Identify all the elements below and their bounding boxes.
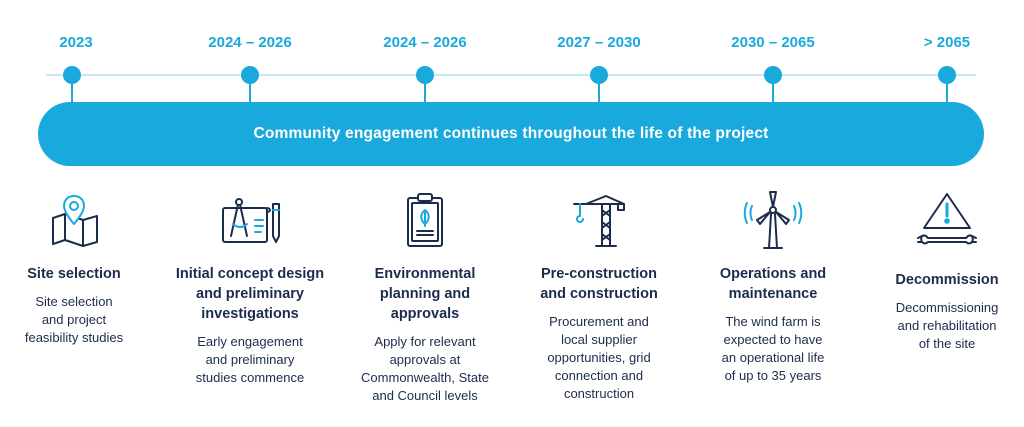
- map-pin-icon: [41, 190, 107, 252]
- stage-environmental-planning: Environmental planning and approvals App…: [336, 190, 514, 405]
- timeline-dot-6: [938, 66, 956, 84]
- stage-description: Decommissioning and rehabilitation of th…: [895, 300, 999, 351]
- stage-title: Decommission: [895, 272, 999, 288]
- stage-description: Site selection and project feasibility s…: [24, 294, 124, 345]
- banner-text: Community engagement continues throughou…: [253, 125, 769, 142]
- year-label-1: 2023: [59, 34, 93, 51]
- stage-title: Pre-construction and construction: [540, 266, 658, 302]
- timeline-dot-4: [590, 66, 608, 84]
- year-label-3: 2024 – 2026: [383, 34, 467, 51]
- clipboard-leaf-icon: [392, 190, 458, 252]
- crane-icon: [566, 190, 632, 252]
- year-label-5: 2030 – 2065: [731, 34, 815, 51]
- drafting-tools-icon: [217, 190, 283, 252]
- year-label-6: > 2065: [923, 34, 971, 51]
- stage-description: Procurement and local supplier opportuni…: [547, 314, 651, 401]
- stage-construction: Pre-construction and construction Procur…: [510, 190, 688, 403]
- stage-description: Apply for relevant approvals at Commonwe…: [361, 334, 489, 403]
- stage-initial-concept: Initial concept design and preliminary i…: [161, 190, 339, 387]
- year-label-2: 2024 – 2026: [208, 34, 292, 51]
- warning-wrench-icon: [914, 190, 980, 252]
- timeline-dot-2: [241, 66, 259, 84]
- timeline-stem-3: [424, 80, 426, 106]
- stage-title: Environmental planning and approvals: [374, 266, 476, 322]
- wind-turbine-icon: [740, 190, 806, 252]
- stage-title: Initial concept design and preliminary i…: [175, 266, 325, 322]
- community-engagement-banner: Community engagement continues throughou…: [38, 102, 984, 166]
- timeline-dot-3: [416, 66, 434, 84]
- timeline-dot-5: [764, 66, 782, 84]
- stage-title: Site selection: [27, 266, 121, 282]
- timeline-stem-2: [249, 80, 251, 106]
- stage-description: The wind farm is expected to have an ope…: [721, 314, 825, 383]
- timeline-dot-1: [63, 66, 81, 84]
- timeline-line: [46, 74, 976, 76]
- stage-decommission: Decommission Decommissioning and rehabil…: [858, 190, 1024, 353]
- timeline-stem-5: [772, 80, 774, 106]
- timeline-stem-4: [598, 80, 600, 106]
- stage-site-selection: Site selection Site selection and projec…: [0, 190, 163, 347]
- timeline-stem-1: [71, 80, 73, 106]
- stage-operations: Operations and maintenance The wind farm…: [684, 190, 862, 385]
- year-label-4: 2027 – 2030: [557, 34, 641, 51]
- timeline-stem-6: [946, 80, 948, 106]
- stage-title: Operations and maintenance: [719, 266, 827, 302]
- stage-description: Early engagement and preliminary studies…: [195, 334, 305, 385]
